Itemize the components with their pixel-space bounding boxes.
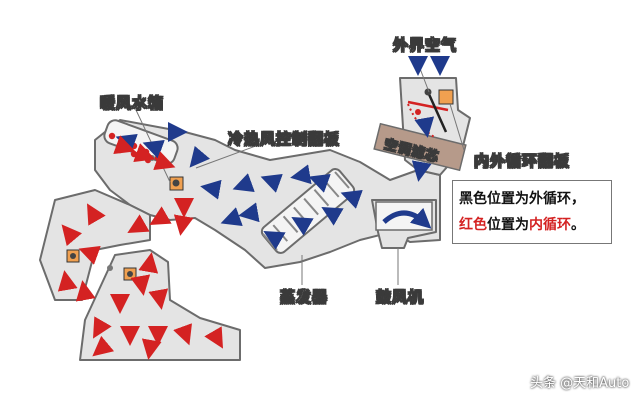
legend-line-outside: 黑色位置为外循环， xyxy=(459,186,605,212)
outside-air-arrow xyxy=(232,173,255,192)
legend-red-tail: 。 xyxy=(571,217,585,233)
heated-air-arrow xyxy=(113,135,136,154)
outside-air-arrow xyxy=(411,160,432,182)
heated-air-arrow xyxy=(149,206,172,225)
label-heater-core: 暖风水箱 xyxy=(100,94,165,113)
outside-air-arrow xyxy=(321,206,344,226)
heated-air-arrow xyxy=(92,335,115,357)
heated-air-arrow xyxy=(173,323,192,346)
evaporator-fin xyxy=(303,197,319,216)
heater-dot xyxy=(108,132,116,140)
outside-air-arrow xyxy=(142,140,165,159)
label-blower: 鼓风机 xyxy=(376,288,425,307)
heated-air-arrow xyxy=(61,224,83,247)
heated-air-arrows xyxy=(57,135,224,360)
outside-air-arrow xyxy=(308,174,331,193)
heated-air-arrow xyxy=(92,316,112,339)
heated-air-arrow xyxy=(78,246,101,265)
outside-air-arrow xyxy=(291,216,314,236)
heated-air-arrow xyxy=(57,270,78,292)
outside-air-arrow xyxy=(263,230,286,250)
heated-air-arrow xyxy=(148,288,169,310)
outside-air-arrow xyxy=(200,179,222,200)
outside-air-arrow xyxy=(220,207,243,226)
heated-air-arrow xyxy=(138,252,159,274)
legend-red-mid: 位置为 xyxy=(487,217,529,233)
label-blend-door: 冷热风控制翻板 xyxy=(228,130,341,149)
heater-dot xyxy=(130,150,138,158)
legend-box: 黑色位置为外循环， 红色位置为内循环。 xyxy=(452,180,612,244)
legend-black-end: 外循环， xyxy=(529,191,585,207)
legend-line-inside: 红色位置为内循环。 xyxy=(459,212,605,238)
label-recirc-door: 内外循环翻板 xyxy=(474,152,571,171)
outside-air-arrow xyxy=(189,145,211,168)
label-outside-air: 外界空气 xyxy=(393,36,458,55)
legend-red-word: 红色 xyxy=(459,217,487,233)
legend-red-end: 内循环 xyxy=(529,217,571,233)
heated-air-arrow xyxy=(173,214,194,236)
outside-air-arrow xyxy=(414,116,435,138)
heated-air-arrow xyxy=(75,280,96,302)
heated-air-arrow xyxy=(133,143,156,162)
label-evaporator: 蒸发器 xyxy=(280,288,329,307)
heated-air-arrow xyxy=(127,214,150,233)
evaporator-fin xyxy=(334,171,350,189)
watermark: 头条 @天和Auto xyxy=(530,376,630,391)
heated-air-arrow xyxy=(204,326,224,349)
blower-fan xyxy=(375,201,433,231)
heated-air-arrow xyxy=(153,151,176,170)
outside-air-arrow xyxy=(115,134,138,153)
legend-black-mid: 位置为 xyxy=(487,191,529,207)
heated-air-arrow xyxy=(141,338,162,360)
outside-air-arrow xyxy=(290,164,312,185)
outside-air-arrow xyxy=(340,190,363,209)
legend-black-word: 黑色 xyxy=(459,191,487,207)
outside-air-arrow xyxy=(238,202,260,223)
heated-air-arrow xyxy=(87,203,106,226)
heated-air-arrow xyxy=(130,274,151,296)
outside-air-arrows xyxy=(115,56,450,250)
outside-air-arrow xyxy=(260,174,283,193)
